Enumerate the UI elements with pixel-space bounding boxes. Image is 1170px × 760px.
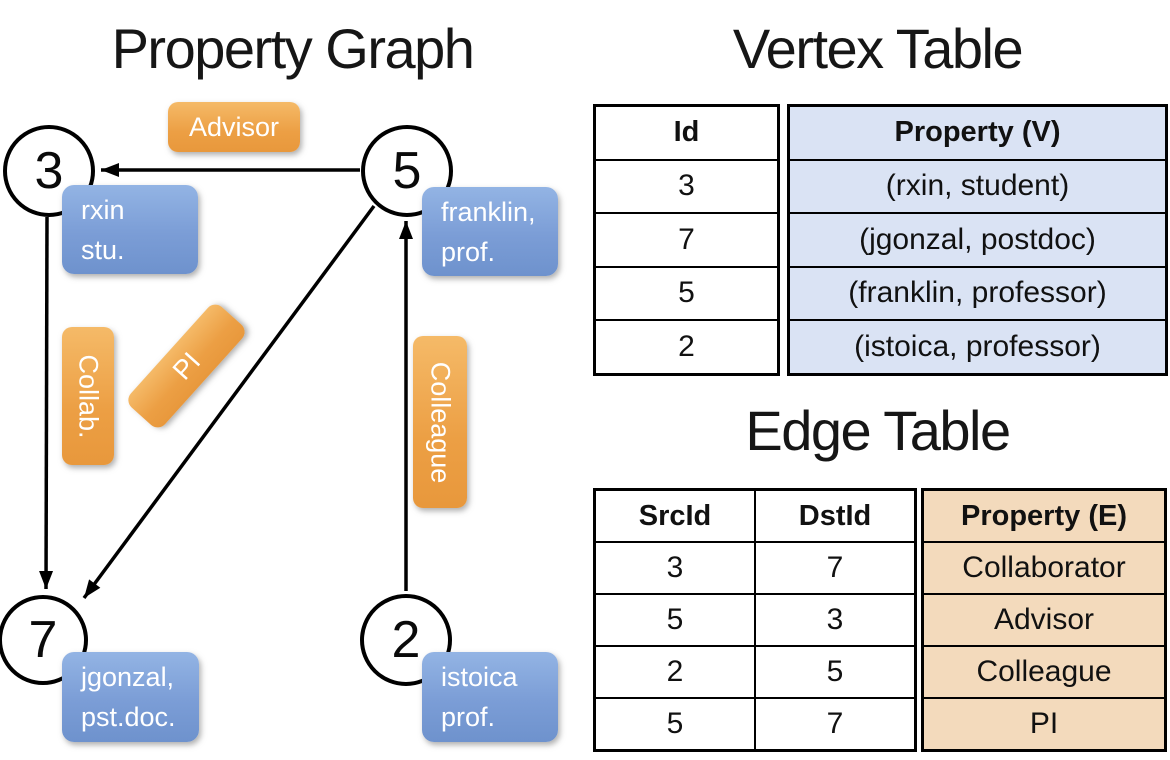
edge-table-title: Edge Table bbox=[745, 399, 1011, 462]
edge-dstid-cell: 5 bbox=[754, 645, 917, 699]
table-row: 3 7 bbox=[593, 541, 917, 595]
table-row: 3 bbox=[593, 158, 780, 214]
vertex-id-cell: 2 bbox=[593, 319, 780, 375]
edge-5-to-7 bbox=[82, 204, 376, 600]
table-row: (rxin, student) bbox=[787, 158, 1168, 214]
edge-property-cell: PI bbox=[921, 697, 1167, 752]
table-row: Advisor bbox=[921, 593, 1167, 647]
vertex-label-franklin-line1: franklin, bbox=[441, 197, 536, 227]
edge-label-colleague: Colleague bbox=[413, 336, 467, 508]
node-5-id: 5 bbox=[392, 142, 422, 200]
vertex-table-header-id: Id bbox=[593, 104, 780, 161]
property-graph-title: Property Graph bbox=[111, 17, 475, 80]
edge-property-cell: Collaborator bbox=[921, 541, 1167, 595]
vertex-id-cell: 7 bbox=[593, 212, 780, 268]
vertex-label-rxin: rxin stu. bbox=[62, 185, 198, 274]
table-row: 5 bbox=[593, 265, 780, 321]
edge-srcid-cell: 3 bbox=[593, 541, 756, 595]
table-row: 2 bbox=[593, 319, 780, 375]
vertex-label-rxin-line2: stu. bbox=[81, 235, 125, 265]
table-row: PI bbox=[921, 697, 1167, 752]
table-row: (jgonzal, postdoc) bbox=[787, 212, 1168, 268]
edge-label-pi-text: PI bbox=[166, 346, 206, 386]
edge-table-id-columns: SrcId DstId 3 7 5 3 2 5 5 7 bbox=[593, 488, 917, 752]
graph-node-2: 2 bbox=[360, 594, 452, 686]
edge-table-header-dstid: DstId bbox=[754, 488, 917, 543]
edge-table-property-column: Property (E) Collaborator Advisor Collea… bbox=[921, 488, 1167, 752]
edge-label-collab: Collab. bbox=[62, 327, 114, 465]
vertex-label-istoica-line1: istoica bbox=[441, 662, 518, 692]
vertex-label-istoica-line2: prof. bbox=[441, 702, 496, 732]
vertex-id-cell: 5 bbox=[593, 265, 780, 321]
edge-label-collab-text: Collab. bbox=[73, 353, 104, 439]
vertex-label-franklin: franklin, prof. bbox=[422, 187, 558, 276]
vertex-table-property-column: Property (V) (rxin, student) (jgonzal, p… bbox=[787, 104, 1168, 376]
vertex-property-cell: (franklin, professor) bbox=[787, 265, 1168, 321]
vertex-table-title: Vertex Table bbox=[732, 17, 1024, 80]
table-row: (franklin, professor) bbox=[787, 265, 1168, 321]
vertex-property-cell: (jgonzal, postdoc) bbox=[787, 212, 1168, 268]
table-row: Collaborator bbox=[921, 541, 1167, 595]
edge-dstid-cell: 7 bbox=[754, 697, 917, 752]
vertex-label-jgonzal: jgonzal, pst.doc. bbox=[62, 652, 199, 742]
edge-table-header-srcid: SrcId bbox=[593, 488, 756, 543]
vertex-label-rxin-line1: rxin bbox=[81, 195, 125, 225]
table-row: 2 5 bbox=[593, 645, 917, 699]
edge-3-to-7 bbox=[39, 216, 54, 590]
table-row: (istoica, professor) bbox=[787, 319, 1168, 375]
edge-property-cell: Advisor bbox=[921, 593, 1167, 647]
graph-node-5: 5 bbox=[361, 125, 453, 217]
edge-dstid-cell: 3 bbox=[754, 593, 917, 647]
vertex-property-cell: (rxin, student) bbox=[787, 158, 1168, 214]
table-row: 5 3 bbox=[593, 593, 917, 647]
vertex-label-istoica: istoica prof. bbox=[422, 652, 558, 742]
edge-label-advisor: Advisor bbox=[168, 102, 300, 152]
vertex-table-header-property: Property (V) bbox=[787, 104, 1168, 161]
edge-dstid-cell: 7 bbox=[754, 541, 917, 595]
vertex-label-jgonzal-line2: pst.doc. bbox=[81, 702, 176, 732]
edge-srcid-cell: 2 bbox=[593, 645, 756, 699]
edge-table-header-property: Property (E) bbox=[921, 488, 1167, 543]
edge-srcid-cell: 5 bbox=[593, 593, 756, 647]
vertex-table-id-column: Id 3 7 5 2 bbox=[593, 104, 780, 376]
vertex-property-cell: (istoica, professor) bbox=[787, 319, 1168, 375]
vertex-label-franklin-line2: prof. bbox=[441, 237, 496, 267]
table-row: Colleague bbox=[921, 645, 1167, 699]
node-3-id: 3 bbox=[34, 142, 64, 200]
edge-label-advisor-text: Advisor bbox=[188, 111, 280, 142]
node-2-id: 2 bbox=[391, 611, 421, 669]
node-7-id: 7 bbox=[28, 611, 58, 669]
vertex-label-jgonzal-line1: jgonzal, bbox=[81, 662, 175, 692]
edge-property-cell: Colleague bbox=[921, 645, 1167, 699]
table-row: 7 bbox=[593, 212, 780, 268]
graph-edges bbox=[39, 163, 413, 600]
edge-label-colleague-text: Colleague bbox=[425, 361, 456, 483]
edge-srcid-cell: 5 bbox=[593, 697, 756, 752]
table-row: 5 7 bbox=[593, 697, 917, 752]
vertex-id-cell: 3 bbox=[593, 158, 780, 214]
